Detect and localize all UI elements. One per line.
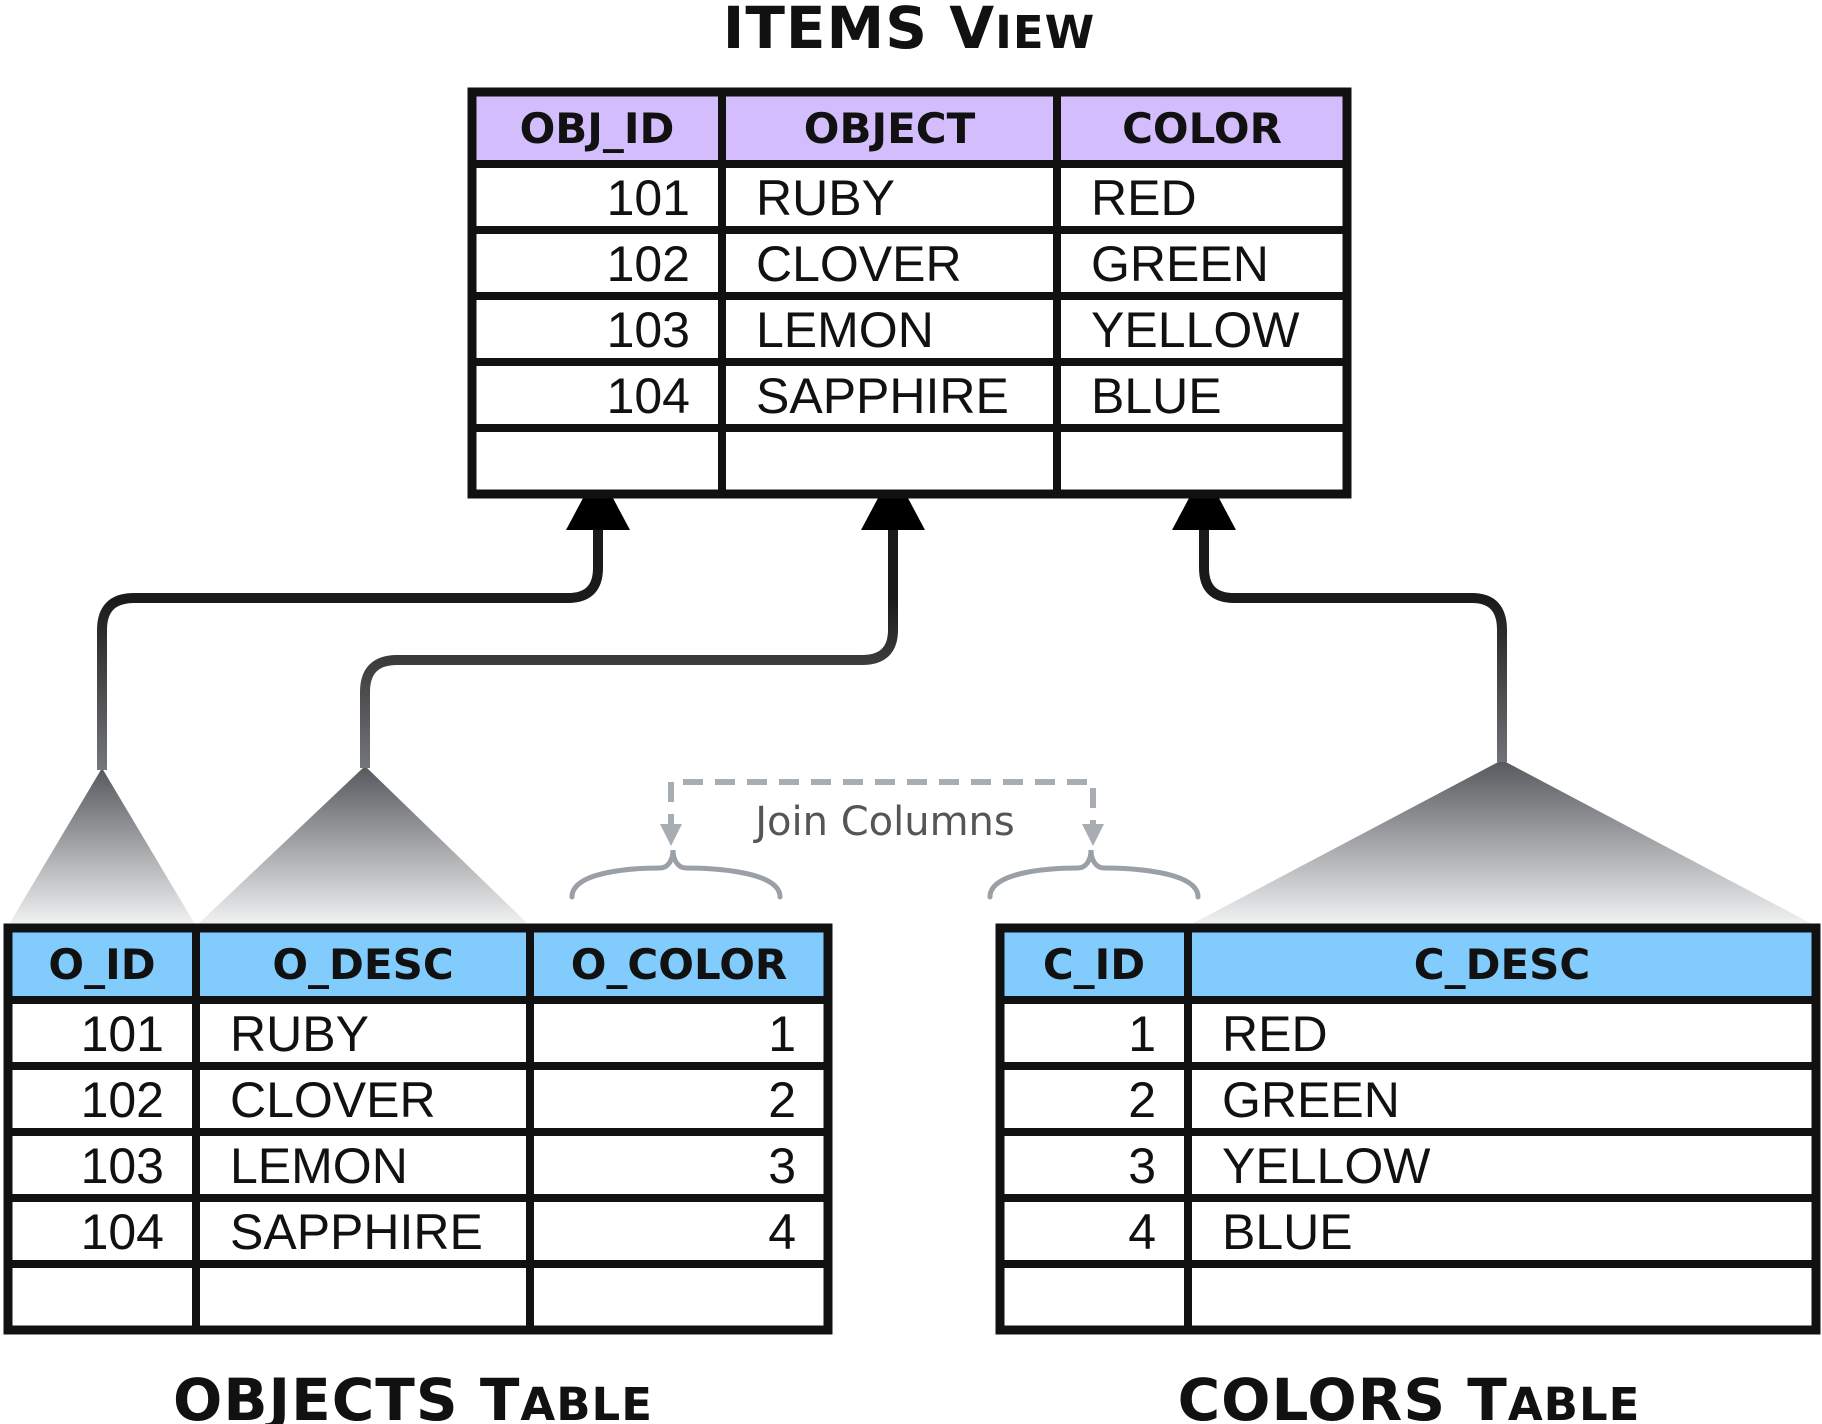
fan-c-desc [1188,760,1816,926]
objects_table-cell: 1 [768,1006,796,1062]
objects_table-header-band [8,928,828,1000]
items_view-cell: RUBY [756,170,895,226]
arrowhead-object [861,470,925,530]
colors_table-header-1: C_DESC [1414,940,1590,989]
colors-table: C_ID C_DESC 1 RED 2 GREEN 3 YELLOW 4 BLUE [995,923,1821,1335]
items_view-cell: CLOVER [756,236,962,292]
objects_table-cell: CLOVER [230,1072,436,1128]
colors_table-cell: 2 [1128,1072,1156,1128]
join-dashed-line [668,779,1096,834]
connector-object [360,520,898,768]
objects_table-header-0: O_ID [48,940,155,989]
objects_table-cell: 102 [81,1072,164,1128]
join-columns-label: Join Columns [752,799,1014,845]
connector-color [1199,520,1507,762]
objects_table-header-1: O_DESC [272,940,453,989]
items_view-cell: BLUE [1091,368,1222,424]
objects-table: O_ID O_DESC O_COLOR 101 RUBY 1 102 CLOVER 2 103 LE… [3,923,833,1335]
items_view-cell: 102 [607,236,690,292]
items_view-header-0: OBJ_ID [520,104,675,153]
objects_table-cell: RUBY [230,1006,369,1062]
fan-o-id [8,768,196,926]
objects_table-cell: 101 [81,1006,164,1062]
objects_table-cell: SAPPHIRE [230,1204,483,1260]
objects_table-cell: 4 [768,1204,796,1260]
items-view-title: ITEMS VIEW [723,0,1095,62]
items_view-cell: YELLOW [1091,302,1300,358]
join-arrowhead-left [660,824,682,846]
items_view-cell: GREEN [1091,236,1269,292]
colors_table-cell: 4 [1128,1204,1156,1260]
join-arrowhead-right [1082,824,1104,846]
colors_table-cell: YELLOW [1222,1138,1431,1194]
objects_table-cell: 104 [81,1204,164,1260]
items_view-header-1: OBJECT [804,104,976,153]
colors_table-header-0: C_ID [1043,940,1145,989]
colors_table-frame [995,923,1821,1335]
items_view-cell: 104 [607,368,690,424]
colors_table-cell: 1 [1128,1006,1156,1062]
objects_table-frame [3,923,833,1335]
colors-table-title: COLORS TABLE [1178,1366,1641,1424]
items_view-frame [467,87,1352,499]
items_view-header-2: COLOR [1122,104,1282,153]
objects_table-cell: 3 [768,1138,796,1194]
colors_table-cell: BLUE [1222,1204,1353,1260]
arrowhead-obj-id [566,470,630,530]
objects-table-title: OBJECTS TABLE [173,1366,653,1424]
items-view-table: OBJ_ID OBJECT COLOR 101 RUBY RED 102 CLOVER GREE… [467,87,1352,499]
arrowhead-color [1172,470,1236,530]
connector-obj-id [97,520,603,770]
items_view-cell: SAPPHIRE [756,368,1009,424]
brace-c-id [987,849,1201,900]
colors_table-cell: GREEN [1222,1072,1400,1128]
items_view-cell: RED [1091,170,1197,226]
colors_table-cell: 3 [1128,1138,1156,1194]
colors_table-cell: RED [1222,1006,1328,1062]
items_view-cell: 103 [607,302,690,358]
objects_table-header-2: O_COLOR [571,940,788,989]
brace-o-color [569,849,783,900]
items_view-header-band [472,92,1347,164]
fan-o-desc [196,766,530,926]
colors_table-header-band [1000,928,1816,1000]
objects_table-cell: LEMON [230,1138,408,1194]
items_view-cell: 101 [607,170,690,226]
objects_table-cell: 2 [768,1072,796,1128]
items_view-cell: LEMON [756,302,934,358]
objects_table-cell: 103 [81,1138,164,1194]
